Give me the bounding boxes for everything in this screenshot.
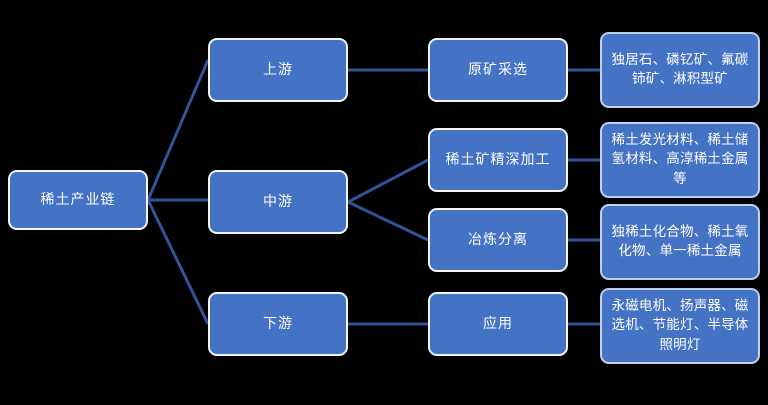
node-detail-application-label: 永磁电机、扬声器、磁选机、节能灯、半导体照明灯 xyxy=(611,298,749,353)
node-root-label: 稀土产业链 xyxy=(40,191,116,208)
node-stage-application-label: 应用 xyxy=(483,315,513,332)
node-stage-mining[interactable]: 原矿采选 xyxy=(428,38,568,102)
node-stage-mining-label: 原矿采选 xyxy=(468,61,528,78)
edge-midstream-to-smelting xyxy=(347,200,429,242)
node-tier-upstream-label: 上游 xyxy=(263,61,293,78)
node-tier-upstream[interactable]: 上游 xyxy=(208,38,348,102)
node-stage-application[interactable]: 应用 xyxy=(428,292,568,356)
node-detail-smelting-separation-label: 独稀土化合物、稀土氧化物、单一稀土金属 xyxy=(611,223,749,259)
node-tier-downstream-label: 下游 xyxy=(263,315,293,332)
node-detail-application[interactable]: 永磁电机、扬声器、磁选机、节能灯、半导体照明灯 xyxy=(600,288,760,364)
edge-root-to-upstream xyxy=(146,59,210,201)
node-detail-smelting-separation[interactable]: 独稀土化合物、稀土氧化物、单一稀土金属 xyxy=(600,204,760,280)
node-tier-midstream[interactable]: 中游 xyxy=(208,170,348,234)
node-stage-smelting-separation[interactable]: 冶炼分离 xyxy=(428,208,568,272)
node-detail-deep-processing-label: 稀土发光材料、稀土储氢材料、高淳稀土金属等 xyxy=(611,132,749,187)
node-stage-smelting-separation-label: 冶炼分离 xyxy=(468,231,528,248)
node-stage-deep-processing[interactable]: 稀土矿精深加工 xyxy=(428,128,568,192)
node-detail-mining[interactable]: 独居石、磷钇矿、氟碳铈矿、淋积型矿 xyxy=(600,32,760,108)
node-tier-midstream-label: 中游 xyxy=(263,193,293,210)
node-root-rare-earth-industry-chain[interactable]: 稀土产业链 xyxy=(8,170,148,230)
node-detail-mining-label: 独居石、磷钇矿、氟碳铈矿、淋积型矿 xyxy=(611,51,749,87)
edge-midstream-to-deep-processing xyxy=(347,158,429,204)
node-detail-deep-processing[interactable]: 稀土发光材料、稀土储氢材料、高淳稀土金属等 xyxy=(600,122,760,198)
node-tier-downstream[interactable]: 下游 xyxy=(208,292,348,356)
node-stage-deep-processing-label: 稀土矿精深加工 xyxy=(445,151,551,168)
edge-root-to-downstream xyxy=(146,199,210,325)
